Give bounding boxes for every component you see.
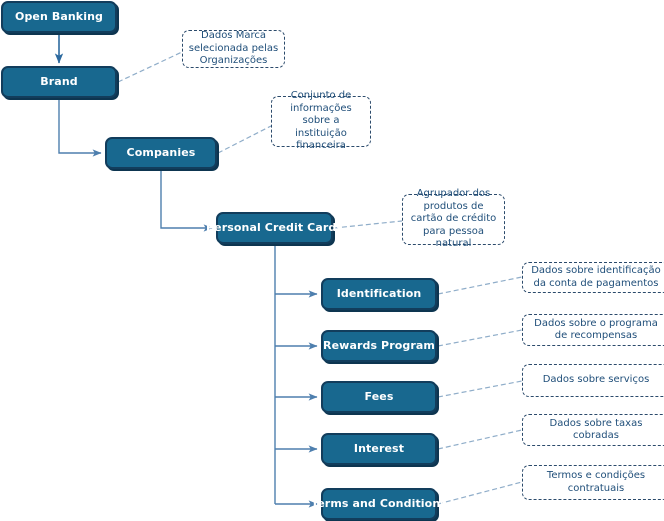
note-credit-cards-label: Agrupador dos produtos de cartão de créd… (410, 188, 497, 250)
node-fees[interactable]: Fees (321, 381, 437, 413)
note-rewards-label: Dados sobre o programa de recompensas (534, 317, 658, 342)
leader-identification-to-note (437, 276, 523, 295)
note-interest: Dados sobre taxas cobradas (522, 414, 664, 446)
leader-credit-cards-to-note (333, 220, 403, 229)
node-rewards-program[interactable]: Rewards Program (321, 330, 437, 362)
node-terms-and-conditions-label: Terms and Conditions (311, 496, 447, 510)
leader-rewards-to-note (437, 329, 523, 347)
node-open-banking-label: Open Banking (15, 9, 103, 23)
edge-brand-to-companies (58, 98, 102, 157)
note-rewards: Dados sobre o programa de recompensas (522, 314, 664, 346)
node-personal-credit-cards-label: Personal Credit Cards (205, 220, 344, 234)
node-companies-label: Companies (126, 145, 196, 159)
leader-terms-to-note (437, 481, 523, 505)
node-open-banking[interactable]: Open Banking (1, 1, 117, 33)
leader-companies-to-note (217, 125, 272, 154)
note-identification-label: Dados sobre identificação da conta de pa… (531, 265, 661, 289)
note-fees-label: Dados sobre serviços (542, 374, 650, 386)
node-interest[interactable]: Interest (321, 433, 437, 465)
node-brand-label: Brand (40, 74, 78, 88)
note-terms-label: Termos e condições contratuais (546, 470, 646, 494)
node-rewards-program-label: Rewards Program (323, 338, 435, 352)
leader-brand-to-note (117, 51, 183, 83)
note-terms: Termos e condições contratuais (522, 465, 664, 500)
node-interest-label: Interest (353, 441, 405, 455)
node-terms-and-conditions[interactable]: Terms and Conditions (311, 488, 447, 520)
leader-fees-to-note (437, 380, 523, 398)
note-credit-cards: Agrupador dos produtos de cartão de créd… (402, 188, 505, 249)
node-identification-label: Identification (336, 286, 422, 300)
note-brand: Dados Marca selecionada pelas Organizaçõ… (182, 30, 285, 68)
note-fees: Dados sobre serviços (522, 364, 664, 397)
node-personal-credit-cards[interactable]: Personal Credit Cards (206, 212, 343, 244)
leader-interest-to-note (437, 429, 523, 450)
node-fees-label: Fees (364, 389, 394, 403)
node-identification[interactable]: Identification (321, 278, 437, 310)
node-brand[interactable]: Brand (1, 66, 117, 98)
note-companies: Conjunto de informações sobre a institui… (271, 90, 371, 151)
note-identification: Dados sobre identificação da conta de pa… (522, 262, 664, 293)
note-interest-label: Dados sobre taxas cobradas (549, 417, 643, 442)
edge-companies-to-credit-cards (160, 169, 213, 232)
note-brand-label: Dados Marca selecionada pelas Organizaçõ… (188, 30, 279, 67)
note-companies-label: Conjunto de informações sobre a institui… (290, 90, 352, 152)
node-companies[interactable]: Companies (105, 137, 217, 169)
